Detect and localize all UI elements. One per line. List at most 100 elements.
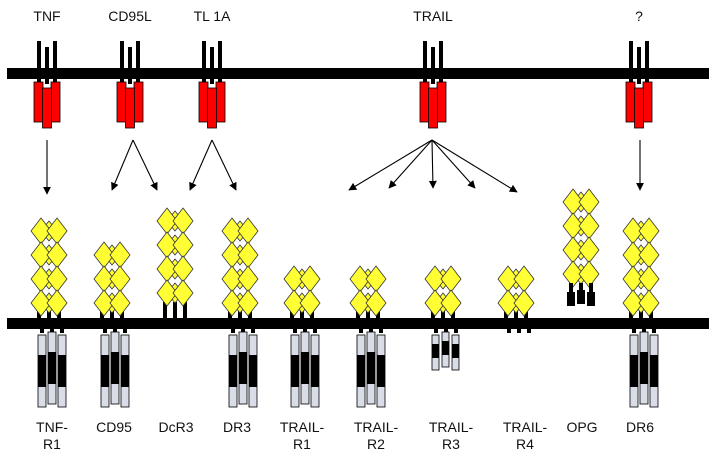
death-domain <box>38 355 46 387</box>
death-domain <box>311 355 319 387</box>
ligand-tl1a <box>198 41 226 129</box>
transmembrane-stalk <box>379 329 383 333</box>
receptor-dr3 <box>221 217 259 408</box>
receptor-stalk <box>110 308 114 320</box>
transmembrane-stalk <box>369 329 373 333</box>
death-domain <box>301 352 309 384</box>
ligand-domain <box>642 81 653 123</box>
receptor-stalk <box>173 302 177 318</box>
receptor-stalk <box>366 308 370 320</box>
ligand-domain <box>125 87 135 129</box>
ligand-stalk <box>210 47 214 84</box>
receptor-cd95 <box>93 241 131 408</box>
arrow-cd95l-to-cd95 <box>111 139 134 191</box>
membrane-bar-bottom <box>7 318 709 329</box>
receptor-label-tnfr1: TNF- R1 <box>36 419 68 452</box>
receptor-label-trailr1: TRAIL- R1 <box>279 419 325 452</box>
ligand-label-tnf: TNF <box>33 8 61 24</box>
death-domain <box>650 355 658 387</box>
ligand-label-unknown: ? <box>635 8 643 24</box>
arrow-trail-to-trailr3 <box>428 139 437 189</box>
crd-domain <box>221 289 243 317</box>
ligand-stalk <box>37 41 41 84</box>
arrow-trail-to-trailr2 <box>388 139 433 189</box>
receptor-label-dr3: DR3 <box>222 419 252 435</box>
ligand-label-trail: TRAIL <box>413 8 453 24</box>
ligand-domain <box>634 87 644 129</box>
receptor-label-trailr3: TRAIL- R3 <box>428 419 474 452</box>
crd-domain <box>237 289 259 317</box>
transmembrane-stalk <box>303 329 307 333</box>
receptor-stalk <box>589 283 593 293</box>
ligand-domain <box>436 81 447 123</box>
receptor-trailr3 <box>424 265 462 371</box>
ligand-domain <box>198 81 209 123</box>
crd-domain <box>93 289 115 317</box>
crd-domain <box>172 279 194 307</box>
binding-arrows <box>43 139 644 195</box>
receptor-trailr2 <box>349 265 387 408</box>
death-domain <box>58 355 66 387</box>
truncated-domain <box>452 344 459 358</box>
truncated-domain <box>432 344 439 358</box>
receptor-trailr4 <box>497 265 535 333</box>
transmembrane-stalk <box>113 329 117 333</box>
ligand-domain <box>42 87 52 129</box>
receptor-stalk <box>441 308 445 320</box>
crd-domain <box>156 279 178 307</box>
ligand-stalk <box>431 47 435 84</box>
death-domain <box>367 352 375 384</box>
crd-domain <box>365 289 387 317</box>
transmembrane-stalk <box>517 329 521 333</box>
receptor-stalk <box>569 283 573 293</box>
ligand-cd95l <box>116 41 144 129</box>
transmembrane-stalk <box>313 329 317 333</box>
ligand-stalk <box>120 41 124 84</box>
death-domain <box>377 355 385 387</box>
death-domain <box>48 352 56 384</box>
receptor-cell-membrane <box>7 318 709 329</box>
crd-domain <box>109 289 131 317</box>
transmembrane-stalk <box>293 329 297 333</box>
death-domain <box>640 352 648 384</box>
ligand-trail <box>419 41 447 129</box>
receptor-dr6 <box>622 217 660 408</box>
transmembrane-stalk <box>241 329 245 333</box>
transmembrane-stalk <box>40 329 44 333</box>
ligand-stalk <box>439 41 443 84</box>
crd-domain <box>497 289 519 317</box>
transmembrane-stalk <box>434 329 438 333</box>
receptor-label-dcr3: DcR3 <box>158 419 194 435</box>
transmembrane-stalk <box>527 329 531 333</box>
receptor-label-dr6: DR6 <box>625 419 655 435</box>
transmembrane-stalk <box>60 329 64 333</box>
transmembrane-stalk <box>123 329 127 333</box>
death-domain <box>291 355 299 387</box>
transmembrane-stalk <box>231 329 235 333</box>
death-domain <box>121 355 129 387</box>
arrow-cd95l-to-dcr3 <box>132 139 158 191</box>
crd-domain <box>440 289 462 317</box>
transmembrane-stalk <box>632 329 636 333</box>
ligand-domain <box>50 81 61 123</box>
ligand-stalk <box>637 47 641 84</box>
heparin-binding-domain <box>567 292 575 306</box>
crd-domain <box>46 289 68 317</box>
ligand-cell-membrane <box>7 68 709 79</box>
crd-domain <box>424 289 446 317</box>
ligand-domain <box>116 81 127 123</box>
ligand-domain <box>428 87 438 129</box>
death-domain <box>229 355 237 387</box>
ligand-stalk <box>45 47 49 84</box>
ligand-stalk <box>629 41 633 84</box>
crd-domain <box>513 289 535 317</box>
receptor-stalk <box>163 302 167 318</box>
receptor-stalk <box>300 308 304 320</box>
crd-domain <box>30 289 52 317</box>
crd-domain <box>283 289 305 317</box>
receptor-opg <box>562 188 600 306</box>
receptor-dcr3 <box>156 207 194 318</box>
transmembrane-stalk <box>507 329 511 333</box>
ligand-label-cd95l: CD95L <box>108 8 152 24</box>
heparin-binding-domain <box>587 292 595 306</box>
